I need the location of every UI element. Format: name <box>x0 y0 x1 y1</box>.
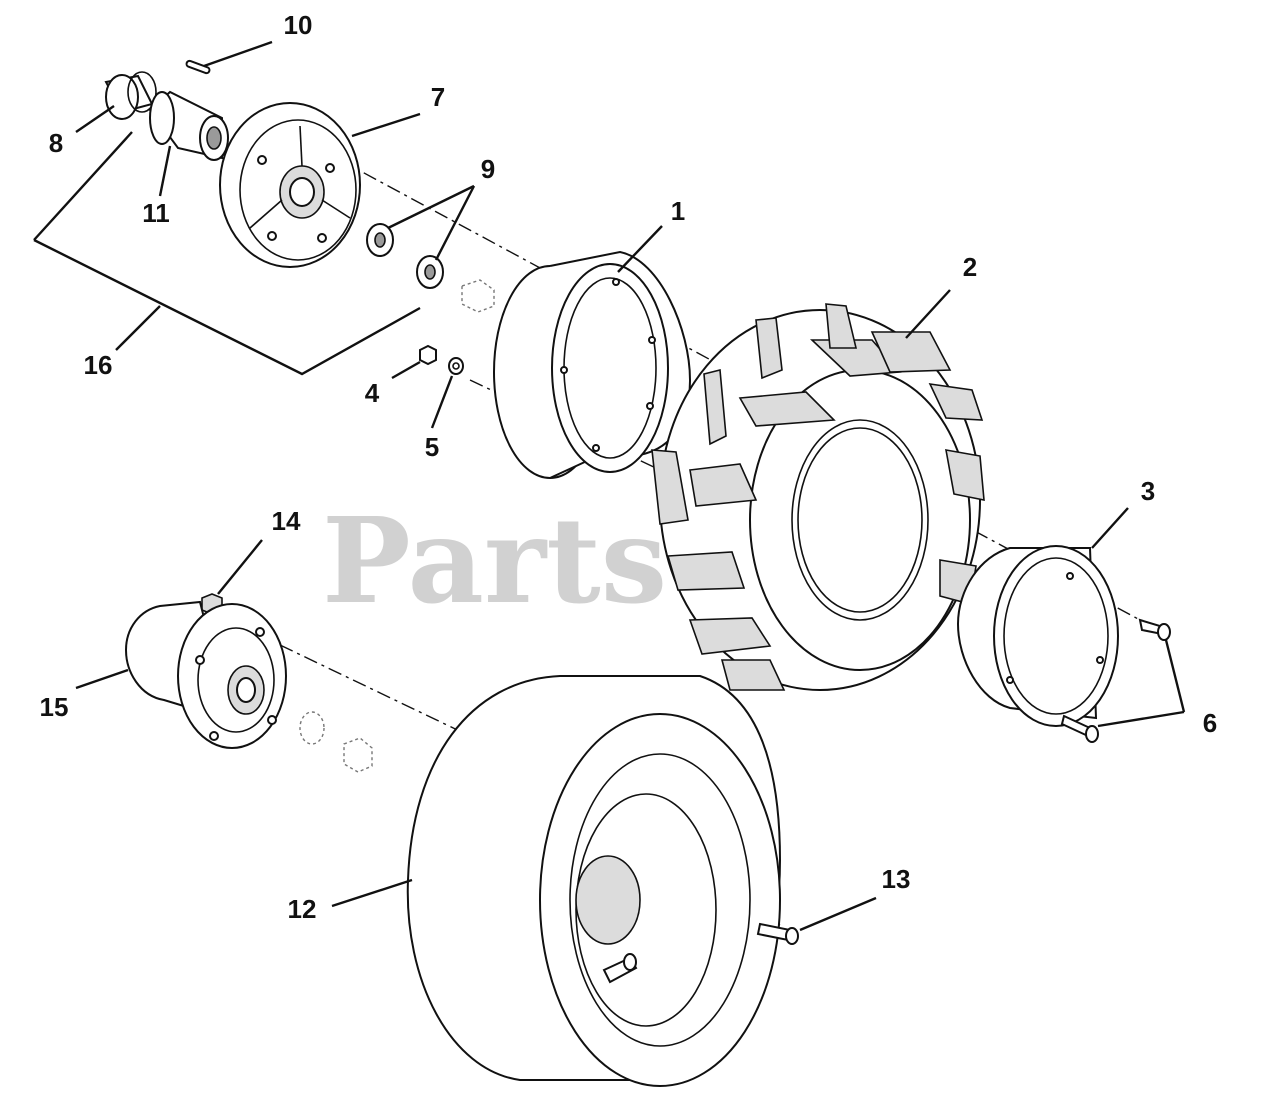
callout-3: 3 <box>1141 476 1155 506</box>
outer-rim-part <box>956 545 1119 727</box>
callout-10: 10 <box>284 10 313 40</box>
washer-part <box>366 223 444 289</box>
callout-labels: 1 2 3 4 5 6 7 8 9 10 11 12 13 14 15 16 <box>40 10 1218 924</box>
callout-13: 13 <box>882 864 911 894</box>
small-washer-part <box>448 357 464 375</box>
ag-tire-part <box>651 303 985 691</box>
callout-14: 14 <box>272 506 301 536</box>
callout-7: 7 <box>431 82 445 112</box>
bushing-part <box>104 71 157 120</box>
callout-2: 2 <box>963 252 977 282</box>
sleeve-part <box>148 90 229 161</box>
bolt-part <box>1060 618 1171 743</box>
hub-nut-part <box>343 737 373 773</box>
callout-16: 16 <box>84 350 113 380</box>
hub-flange-part <box>219 102 361 268</box>
callout-5: 5 <box>425 432 439 462</box>
hub-part <box>124 600 287 749</box>
leader-lines <box>33 40 1186 932</box>
nut-part <box>461 279 495 313</box>
pin-part <box>185 59 211 75</box>
callout-9: 9 <box>481 154 495 184</box>
rim-half-part <box>493 250 692 479</box>
callout-6: 6 <box>1203 708 1217 738</box>
turf-tire-part <box>406 675 782 1087</box>
callout-8: 8 <box>49 128 63 158</box>
callout-12: 12 <box>288 894 317 924</box>
axle-bolt-part <box>756 922 799 945</box>
callout-11: 11 <box>142 198 170 228</box>
hub-washer-part <box>299 711 325 745</box>
callout-1: 1 <box>671 196 685 226</box>
callout-15: 15 <box>40 692 69 722</box>
small-nut-part <box>419 344 437 366</box>
callout-4: 4 <box>365 378 380 408</box>
